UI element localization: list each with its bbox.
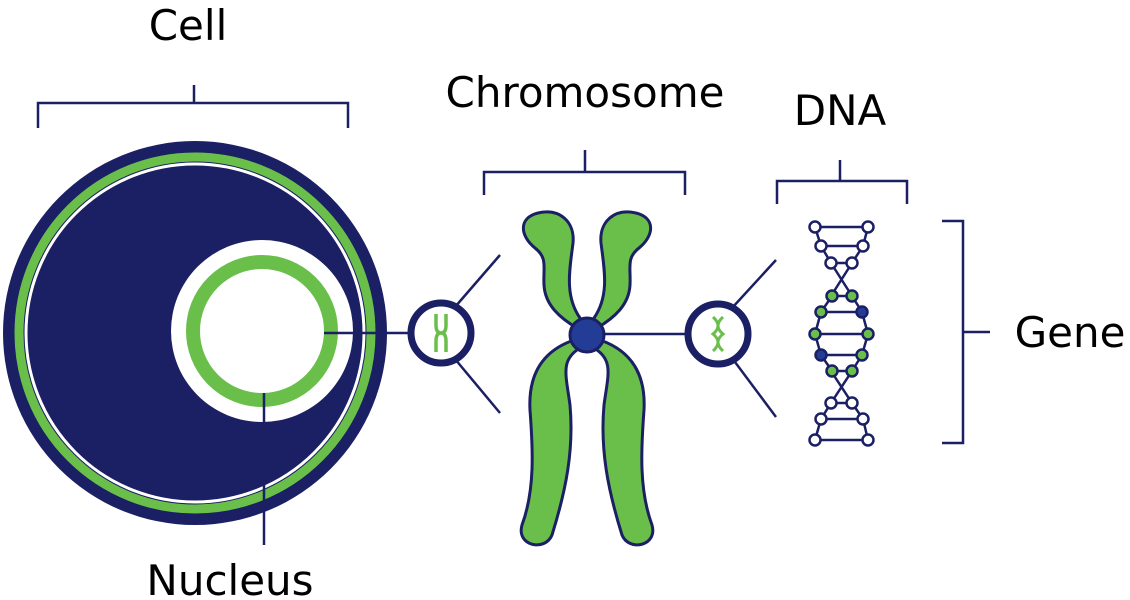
base-pair-node <box>861 433 875 447</box>
base-pair-node <box>824 256 838 270</box>
base-pair-node <box>845 364 859 378</box>
base-pair-node <box>808 220 822 234</box>
gene-label: Gene <box>1015 308 1126 357</box>
base-pair-node <box>825 364 839 378</box>
chromosome-label: Chromosome <box>446 68 725 117</box>
base-pair-node <box>856 239 870 253</box>
dna-helix-icon <box>808 220 875 447</box>
dna-label: DNA <box>794 86 887 135</box>
base-pair-node <box>845 256 859 270</box>
base-pair-node <box>814 412 828 426</box>
base-pair-node <box>824 396 838 410</box>
base-pair-node <box>814 305 828 319</box>
cell-bracket <box>36 85 350 128</box>
base-pair-node <box>845 289 859 303</box>
nucleus-icon <box>171 240 353 422</box>
nucleus-label: Nucleus <box>146 556 313 600</box>
gene-bracket <box>942 219 990 445</box>
base-pair-node <box>845 396 859 410</box>
base-pair-node <box>814 239 828 253</box>
dna-bracket <box>775 160 909 204</box>
base-pair-node <box>814 348 828 362</box>
base-pair-node <box>808 433 822 447</box>
base-pair-node <box>861 220 875 234</box>
base-pair-node <box>856 412 870 426</box>
base-pair-node <box>861 327 875 341</box>
base-pair-node <box>825 289 839 303</box>
base-pair-node <box>855 305 869 319</box>
chromosome-bracket <box>482 150 687 195</box>
dna-magnifier-icon <box>684 300 752 368</box>
cell-label: Cell <box>149 1 228 50</box>
base-pair-node <box>855 348 869 362</box>
base-pair-node <box>808 327 822 341</box>
chromosome-magnifier-icon <box>407 299 475 367</box>
chromosome-icon <box>519 210 655 547</box>
centromere-icon <box>568 316 606 354</box>
